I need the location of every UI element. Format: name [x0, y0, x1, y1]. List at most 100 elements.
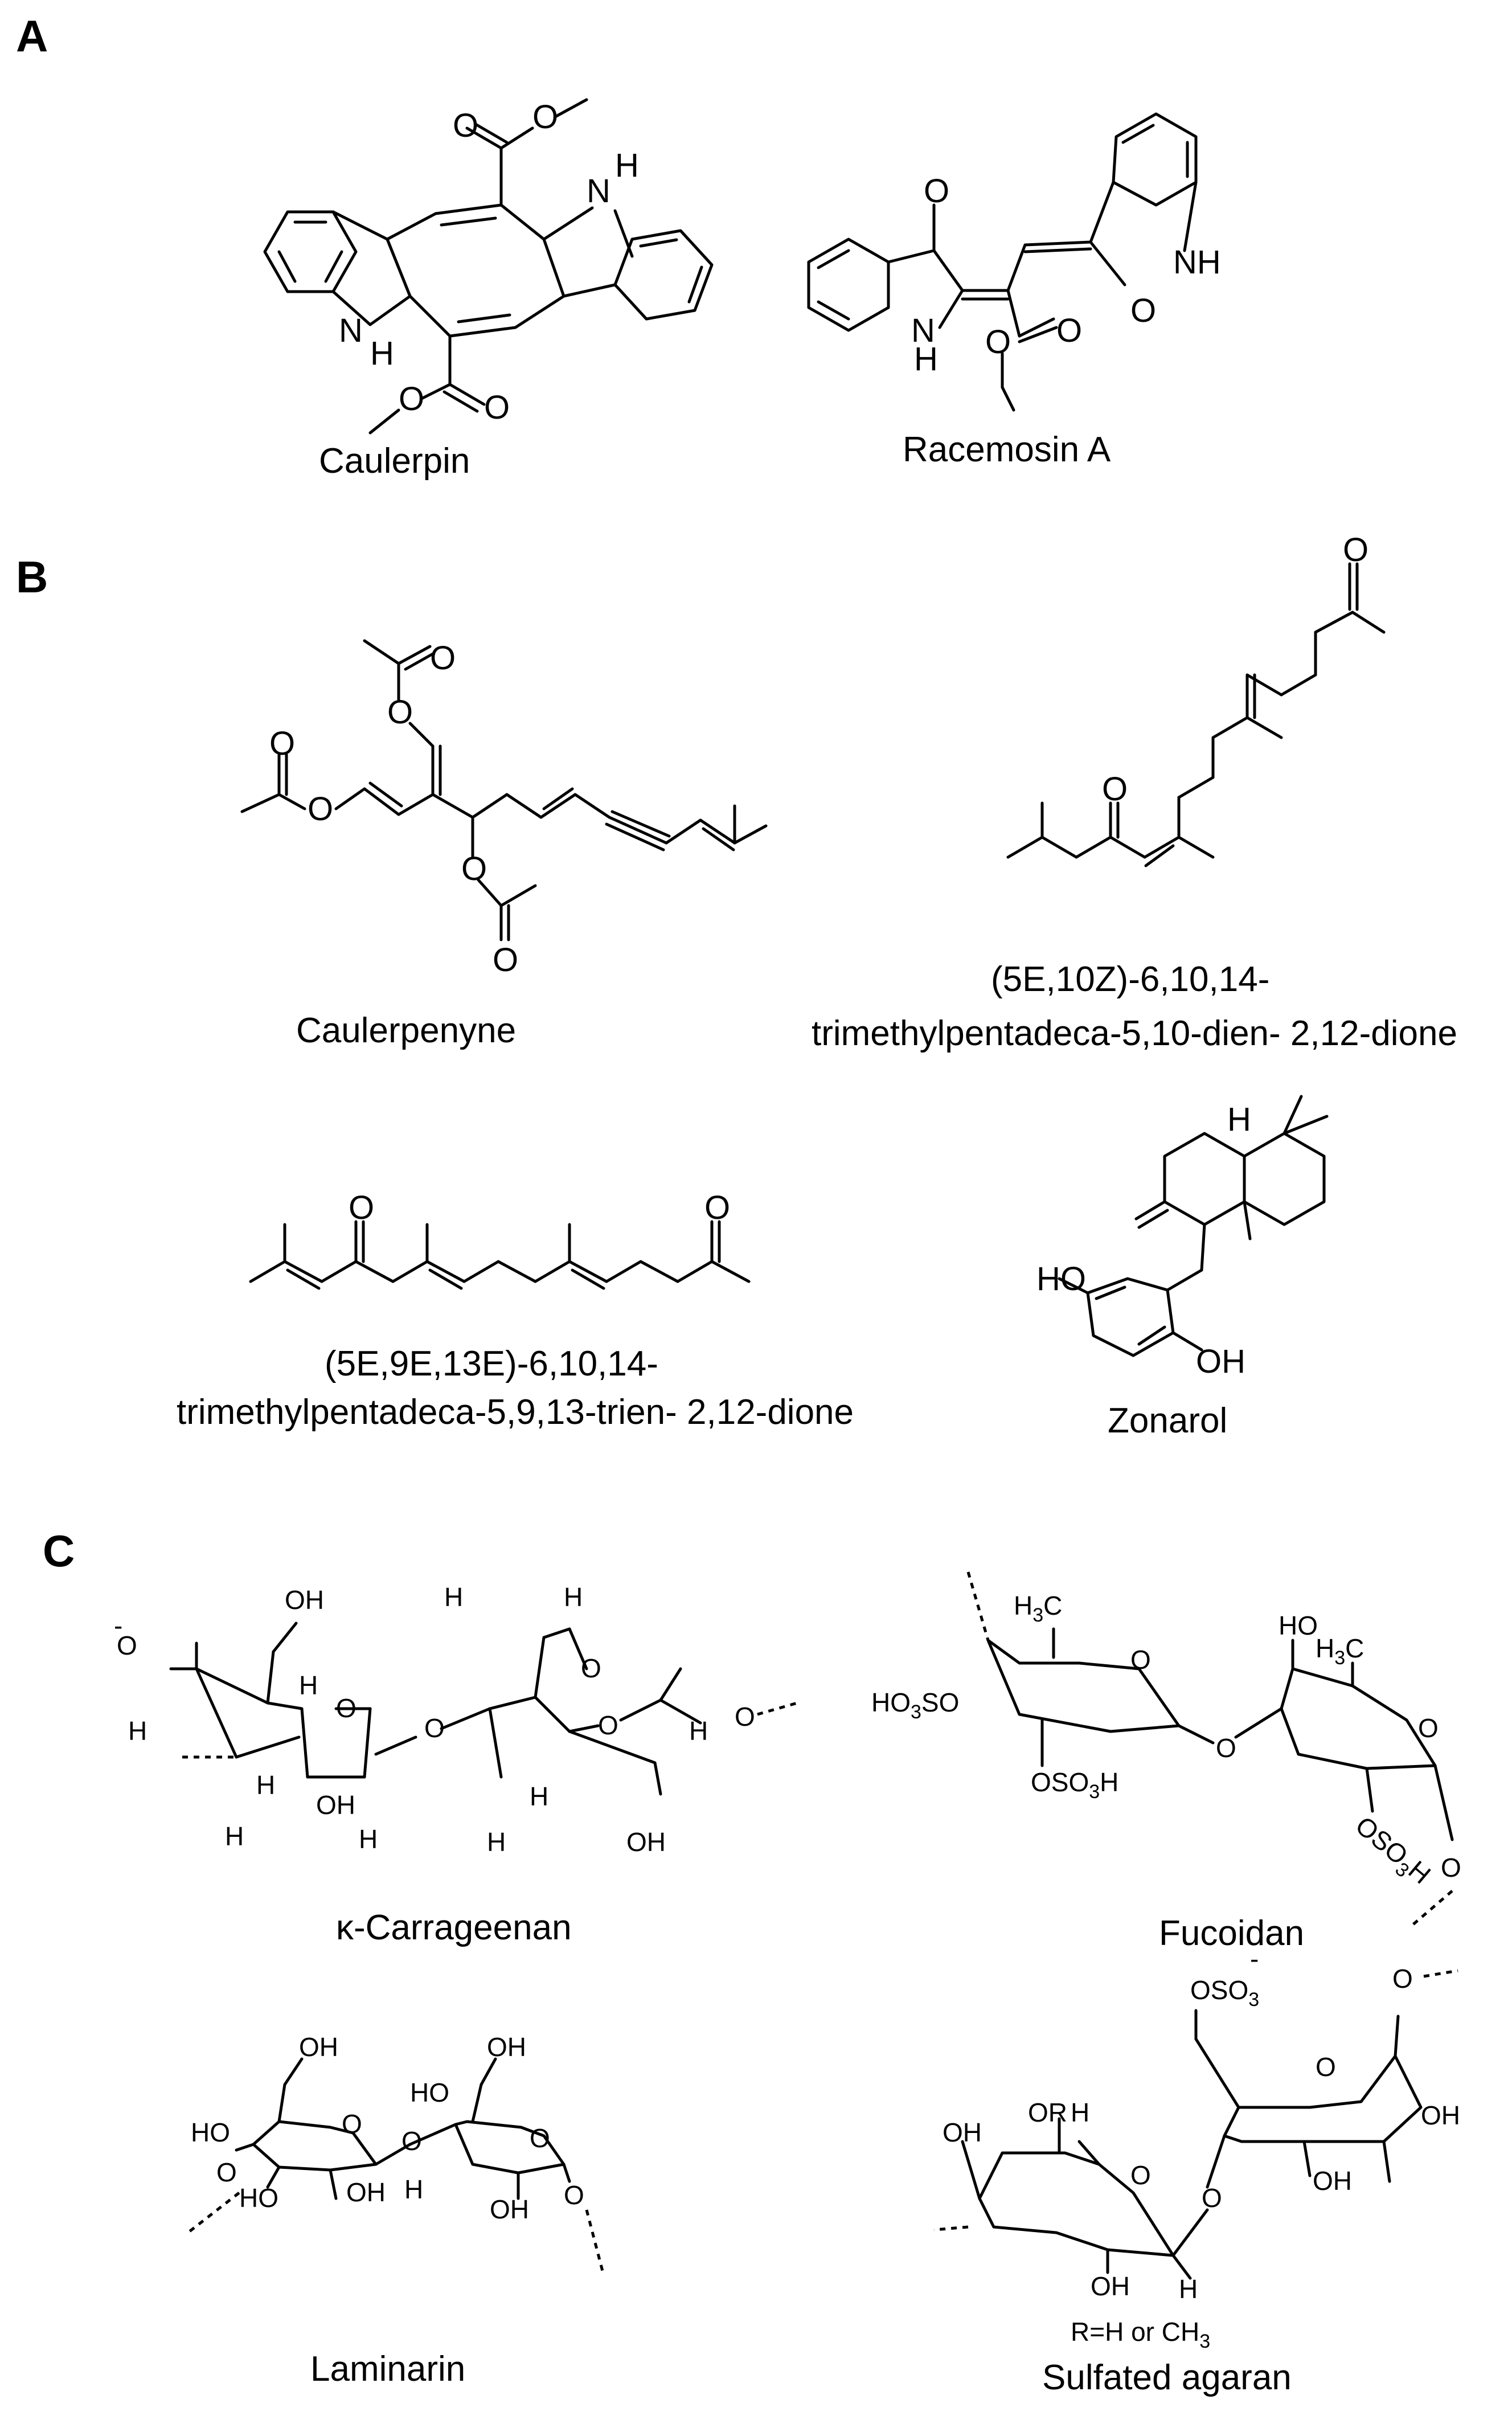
atom-h: H [404, 2175, 423, 2204]
laminarin-structure: OH HO O O HO OH H O HO OH O OH O [187, 2032, 605, 2276]
atom-h: H [487, 1827, 506, 1857]
atom-h3c: H3C [1316, 1633, 1364, 1669]
atom-o: O [530, 2123, 550, 2153]
atom-osoh: OSO3H [1346, 1811, 1436, 1894]
atom-ho: HO [239, 2183, 278, 2213]
atom-o: O [581, 1653, 601, 1683]
atom-oh: OH [490, 2194, 529, 2224]
atom-nh: NH [1173, 244, 1221, 281]
atom-o: O [532, 99, 558, 136]
atom-o: O [399, 380, 424, 417]
atom-o: O [1392, 1964, 1413, 1993]
compound-name: κ-Carrageenan [336, 1908, 572, 1947]
atom-ho: HO [1036, 1260, 1086, 1297]
compound-name: Racemosin A [903, 430, 1111, 469]
atom-o: O [1130, 2160, 1151, 2190]
panel-label-b: B [16, 552, 48, 602]
kappa-carrageenan-structure: - O OH H H O O H OH H H H H O O H O H OH… [114, 1582, 798, 1857]
atom-o: O [1130, 1645, 1151, 1674]
atom-o: O [1418, 1713, 1439, 1743]
atom-h: H [225, 1821, 244, 1851]
atom-o: O [387, 694, 413, 731]
atom-ho3so: HO3SO [871, 1688, 959, 1723]
r-group-note: R=H or CH3 [1071, 2317, 1210, 2352]
atom-h: H [370, 335, 394, 372]
atom-ho: HO [1279, 1611, 1318, 1640]
atom-h: H [689, 1716, 708, 1746]
atom-h3c: H3C [1014, 1591, 1062, 1626]
atom-o: O [461, 850, 487, 887]
atom-n: N [339, 312, 363, 349]
atom-oh: OH [1196, 1343, 1245, 1380]
atom-o: O [493, 941, 518, 978]
atom-oso3: OSO3 [1190, 1975, 1259, 2011]
atom-h: H [1071, 2098, 1089, 2127]
atom-h: H [359, 1824, 378, 1854]
atom-o: O [342, 2109, 362, 2139]
atom-o: O [308, 791, 333, 828]
atom-oh: OH [285, 1585, 324, 1615]
atom-o: O [453, 107, 478, 144]
atom-h: H [128, 1716, 147, 1746]
compound-name: Caulerpenyne [296, 1011, 516, 1050]
atom-o: O [598, 1710, 618, 1740]
compound-name-line2: trimethylpentadeca-5,9,13-trien- 2,12-di… [177, 1393, 854, 1432]
atom-o: O [735, 1702, 755, 1731]
atom-o: O [430, 640, 456, 677]
atom-o: O [1130, 292, 1156, 329]
atom-h: H [256, 1770, 275, 1800]
atom-o: O [484, 389, 510, 426]
atom-o: O [1056, 312, 1082, 349]
atom-oh: OH [487, 2032, 526, 2062]
atom-o: O [216, 2157, 237, 2187]
compound-name-line1: (5E,9E,13E)-6,10,14- [325, 1344, 658, 1383]
atom-h: H [1179, 2274, 1198, 2304]
atom-h: H [1227, 1101, 1251, 1138]
compound-name: Fucoidan [1159, 1914, 1304, 1953]
atom-n: N [911, 312, 935, 349]
atom-h: H [564, 1582, 583, 1612]
panel-label-a: A [16, 11, 48, 61]
racemosin-a-structure: O N H O O NH O [807, 112, 1221, 412]
compound-name: Sulfated agaran [1042, 2358, 1292, 2397]
atom-o: O [564, 2180, 584, 2210]
atom-o: O [1316, 2052, 1336, 2082]
compound-name-line1: (5E,10Z)-6,10,14- [991, 960, 1269, 999]
atom-oh: OH [626, 1827, 666, 1857]
caulerpenyne-structure: O O O O O O [240, 639, 768, 978]
atom-o3so: O [117, 1631, 137, 1660]
atom-oh: OH [299, 2032, 338, 2062]
atom-o: O [401, 2126, 422, 2156]
atom-oso3h: OSO3H [1031, 1767, 1118, 1803]
atom-oh: OH [316, 1790, 355, 1820]
atom-o: O [336, 1693, 357, 1723]
atom-oh: OH [346, 2177, 386, 2207]
compound-name-line2: trimethylpentadeca-5,10-dien- 2,12-dione [812, 1014, 1457, 1053]
atom-o: O [1202, 2183, 1222, 2213]
compound-name: Zonarol [1108, 1401, 1227, 1440]
atom-o: O [704, 1189, 730, 1226]
panel-label-c: C [43, 1526, 75, 1576]
compound-name: Caulerpin [319, 441, 470, 481]
atom-ho: HO [191, 2118, 230, 2147]
atom-o: O [1441, 1853, 1461, 1882]
atom-h: H [530, 1782, 548, 1811]
atom-oh: OH [943, 2118, 982, 2147]
caulerpin-structure: O O N H N H O O [263, 98, 714, 435]
atom-o: O [1216, 1733, 1236, 1763]
atom-minus: - [1250, 1944, 1259, 1974]
atom-h: H [615, 147, 639, 184]
atom-o: O [1102, 771, 1128, 808]
atom-o: O [424, 1713, 445, 1743]
atom-o: O [985, 324, 1011, 361]
atom-o: O [349, 1189, 374, 1226]
trimethylpentadeca-dien-dione-structure: O O [1006, 531, 1386, 867]
atom-o: O [1343, 531, 1368, 568]
fucoidan-structure: H3C HO3SO O OSO3H O HO H3C O OSO3H O [871, 1571, 1461, 1926]
atom-oh: OH [1421, 2101, 1460, 2130]
atom-minus: - [114, 1611, 122, 1640]
trimethylpentadeca-trien-dione-structure: O O [249, 1189, 751, 1290]
compound-name: Laminarin [310, 2349, 465, 2389]
atom-n: N [587, 173, 610, 210]
